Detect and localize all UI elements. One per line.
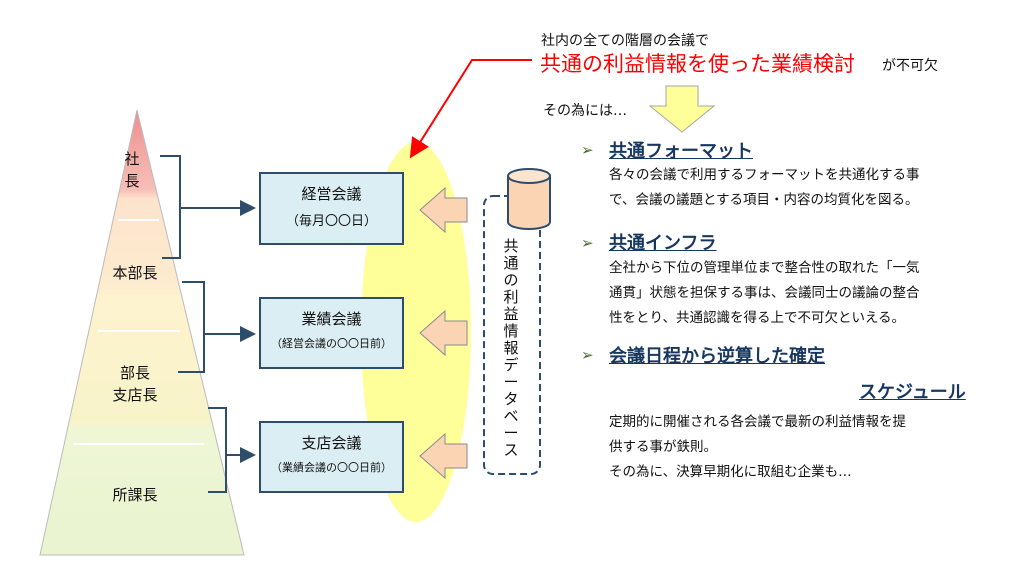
meeting-subtitle: （業績会議の〇〇日前）	[271, 461, 392, 474]
meeting-title: 業績会議	[301, 310, 362, 328]
bullet-chevron-icon: ➢	[581, 141, 594, 159]
header-highlight-text: 共通の利益情報を使った業績検討	[540, 52, 855, 76]
section-body-schedule: 定期的に開催される各会議で最新の利益情報を提 供する事が鉄則。 その為に、決算早…	[609, 414, 906, 480]
section-heading-format: 共通フォーマット	[609, 141, 753, 162]
meeting-box-executive: 経営会議 （毎月〇〇日）	[259, 172, 404, 245]
level-department-branch-head: 部長 支店長	[112, 364, 158, 404]
section-heading-infra: 共通インフラ	[609, 233, 717, 254]
database-cylinder-icon	[507, 168, 551, 230]
info-flow-arrows	[419, 186, 468, 480]
meeting-subtitle: （毎月〇〇日）	[285, 214, 377, 229]
level-division-head: 本部長	[112, 264, 158, 282]
meeting-title: 経営会議	[301, 185, 362, 203]
header-intro-text: 社内の全ての階層の会議で	[541, 33, 709, 49]
meeting-title: 支店会議	[301, 434, 362, 452]
therefore-text: その為には…	[543, 103, 627, 119]
section-body-format: 各々の会議で利用するフォーマットを共通化する事 で、会議の議題とする項目・内容の…	[609, 167, 920, 208]
level-president: 社 長	[124, 150, 140, 190]
section-heading-schedule: 会議日程から逆算した確定	[609, 346, 825, 367]
highlight-pointer-arrow	[409, 59, 532, 159]
header-suffix-text: が不可欠	[882, 58, 938, 74]
bullet-chevron-icon: ➢	[581, 346, 594, 364]
meeting-box-performance: 業績会議 （経営会議の〇〇日前）	[259, 297, 404, 369]
hierarchy-pyramid	[39, 109, 245, 556]
database-label: 共通の利益情報データベース	[503, 237, 519, 459]
down-arrow-icon	[648, 85, 716, 133]
level-section-head: 所課長	[112, 486, 158, 504]
meeting-subtitle: （経営会議の〇〇日前）	[271, 337, 392, 350]
bracket-connectors	[160, 155, 256, 493]
meeting-box-branch: 支店会議 （業績会議の〇〇日前）	[259, 421, 404, 493]
bullet-chevron-icon: ➢	[581, 234, 594, 252]
section-heading-schedule-cont: スケジュール	[859, 382, 966, 403]
section-body-infra: 全社から下位の管理単位まで整合性の取れた「一気 通貫」状態を担保する事は、会議同…	[609, 260, 920, 326]
database-frame	[483, 195, 541, 475]
